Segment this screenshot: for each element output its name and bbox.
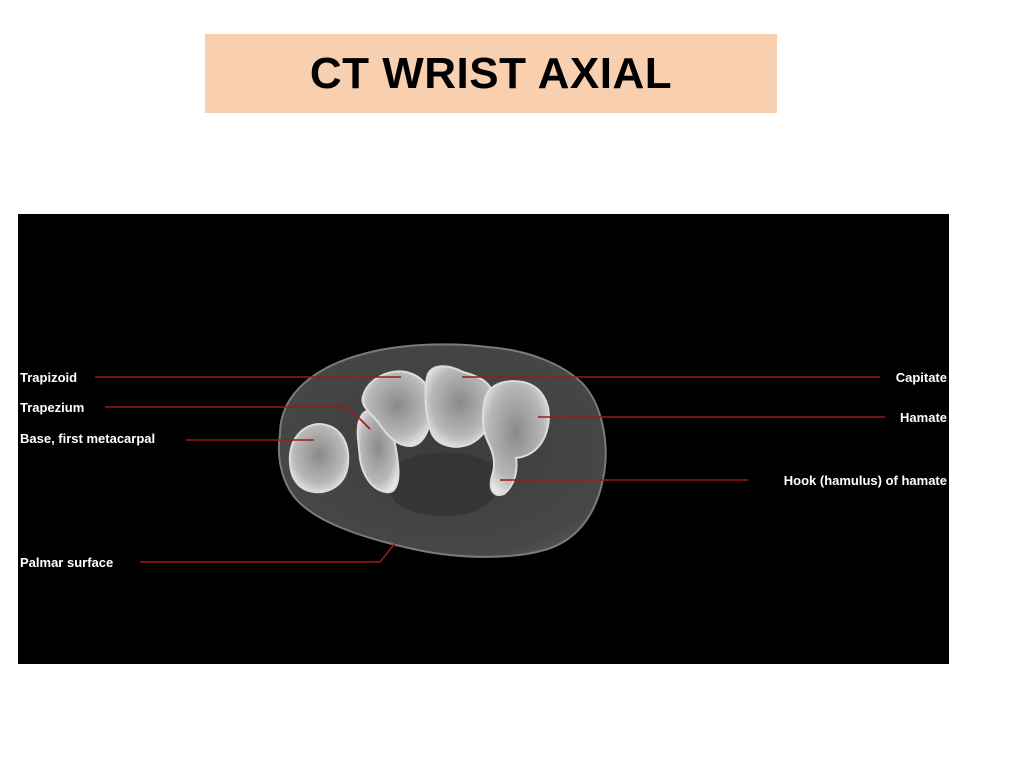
label-trapezium: Trapezium [20,400,84,415]
leader-palmar-surface [140,541,397,563]
label-palmar-surface: Palmar surface [20,555,113,570]
carpal-tunnel-region [388,452,500,516]
label-hamate: Hamate [900,410,947,425]
base-first-metacarpal-bone [288,422,350,494]
label-trapizoid: Trapizoid [20,370,77,385]
slide-title: CT WRIST AXIAL [309,48,673,98]
ct-diagram: Trapizoid Trapezium Base, first metacarp… [18,214,949,664]
label-capitate: Capitate [896,370,947,385]
hamate-bone [481,380,550,496]
leader-trapezium [105,406,371,430]
title-banner: CT WRIST AXIAL [205,34,777,113]
trapizoid-bone [361,370,434,448]
label-hook-of-hamate: Hook (hamulus) of hamate [784,473,947,488]
leader-lines [95,376,885,563]
ct-wrist-axial-image: Trapizoid Trapezium Base, first metacarp… [18,214,949,664]
label-base-first-metacarpal: Base, first metacarpal [20,431,155,446]
